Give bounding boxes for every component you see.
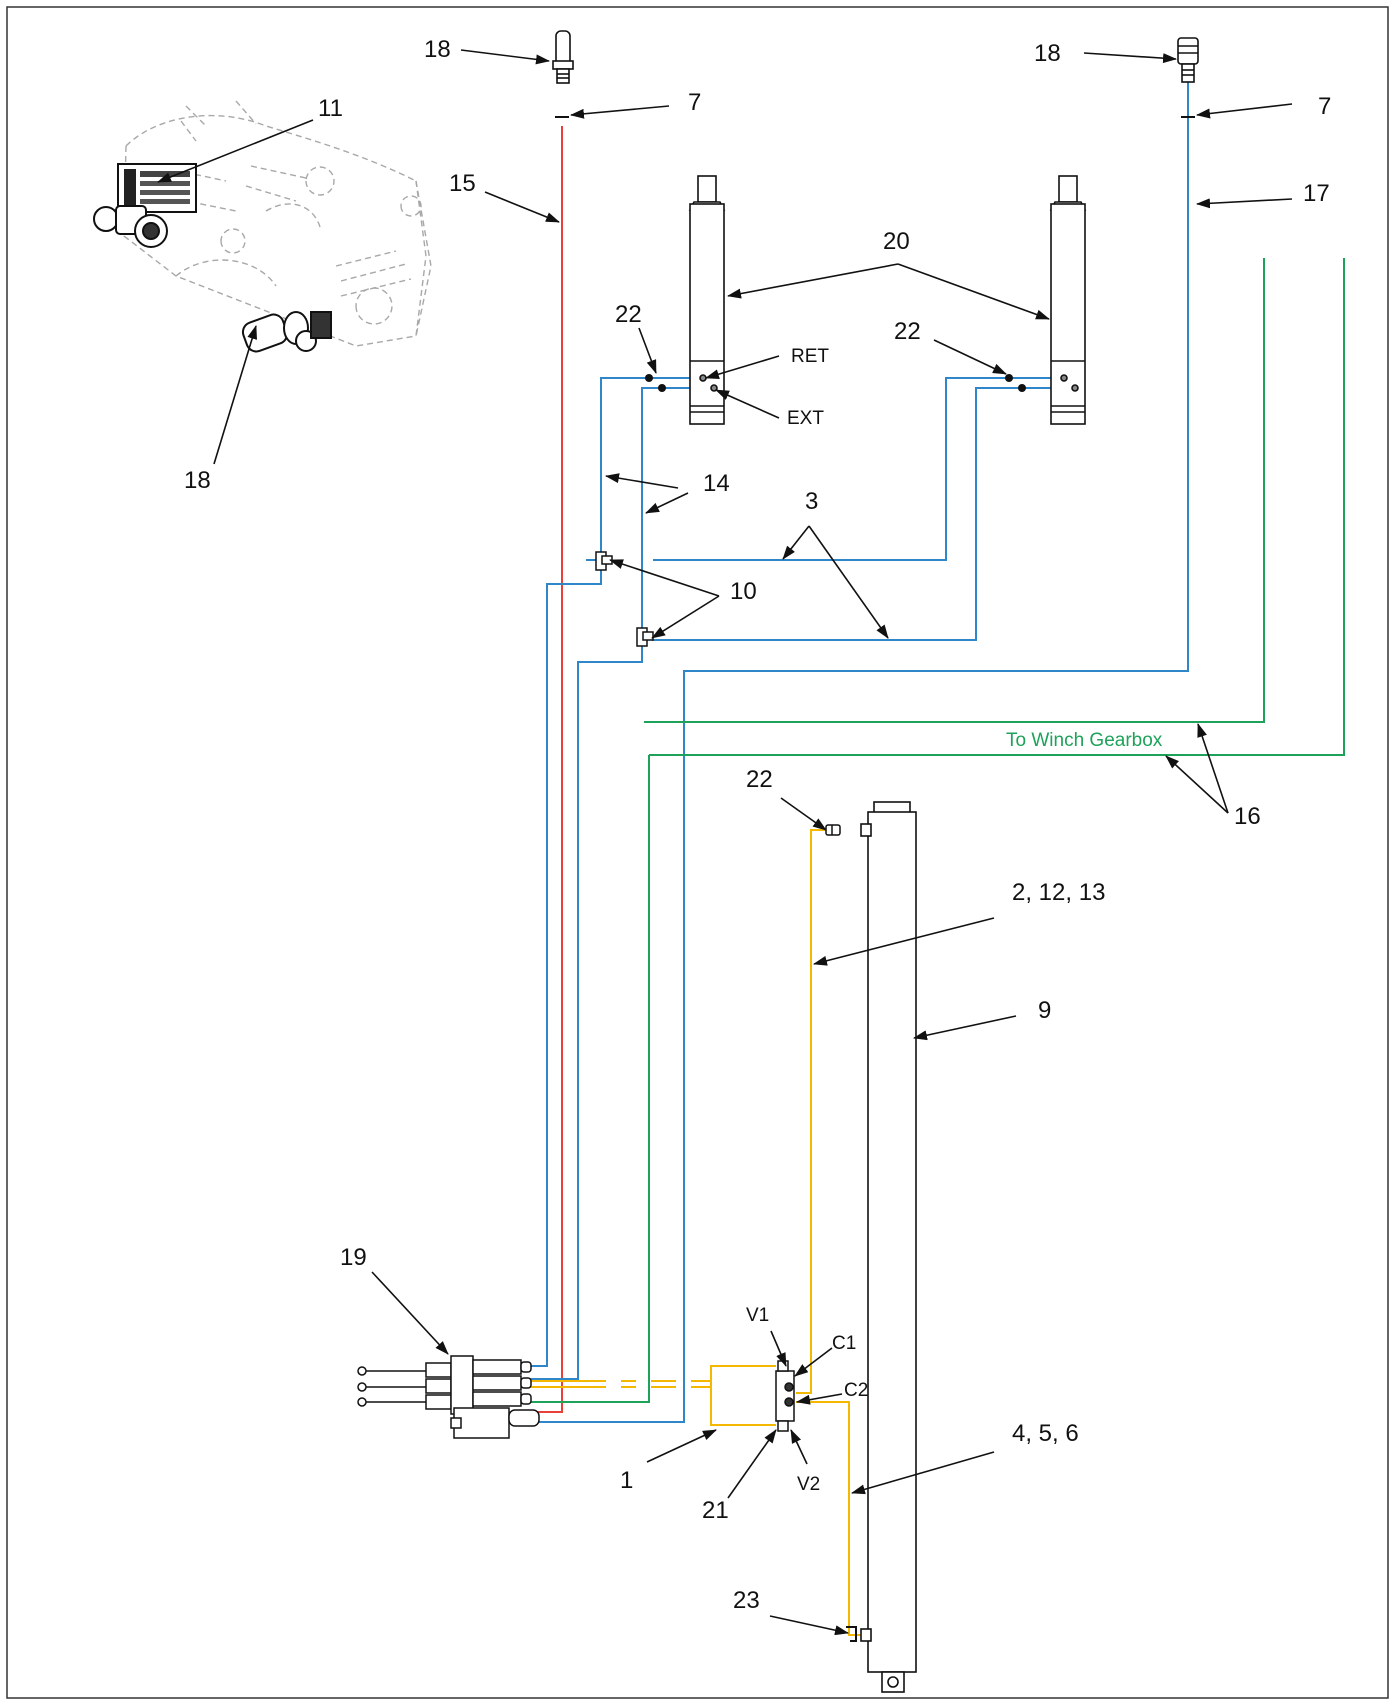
coupler-18-right xyxy=(1177,37,1199,83)
callout-21: 21 xyxy=(702,1497,729,1524)
callout-18-left: 18 xyxy=(424,36,451,63)
label-ext: EXT xyxy=(787,408,824,429)
hose-3-upper xyxy=(653,377,1051,561)
hose-3-lower xyxy=(652,387,1066,641)
label-c2: C2 xyxy=(844,1380,868,1401)
callout-17: 17 xyxy=(1303,180,1330,207)
hose-16-green-b-down xyxy=(524,755,650,1403)
hose-14-ext xyxy=(641,387,712,630)
hydraulic-schematic: 18 7 11 15 18 18 7 17 20 22 22 RET EXT 1… xyxy=(6,6,1389,1699)
callout-22-right: 22 xyxy=(894,318,921,345)
label-to-winch-gearbox: To Winch Gearbox xyxy=(1006,730,1163,751)
engine-coupler-lower xyxy=(241,311,332,353)
callout-19: 19 xyxy=(340,1244,367,1271)
hose-tee-lower-to-valve xyxy=(524,646,643,1380)
hose-yellow-broken xyxy=(524,1380,711,1388)
lift-cylinder-right xyxy=(1049,175,1087,425)
drawing-border xyxy=(6,6,1389,1699)
label-v1: V1 xyxy=(746,1305,769,1326)
callout-4-5-6: 4, 5, 6 xyxy=(1012,1420,1079,1447)
callout-7-right: 7 xyxy=(1318,93,1331,120)
callout-10: 10 xyxy=(730,578,757,605)
control-valve-19 xyxy=(357,1355,540,1439)
hose-tee-upper-to-valve xyxy=(524,568,602,1367)
label-ret: RET xyxy=(791,346,829,367)
hose-17-blue xyxy=(518,82,1189,1423)
callout-2-12-13: 2, 12, 13 xyxy=(1012,879,1105,906)
fitting-22-markers xyxy=(645,374,1026,392)
callout-22-lower: 22 xyxy=(746,766,773,793)
callout-23: 23 xyxy=(733,1587,760,1614)
tractor-engine-sketch xyxy=(123,100,432,347)
hose-14-ret xyxy=(586,377,694,561)
tee-10-upper xyxy=(595,551,613,571)
hose-4-5-6-yellow xyxy=(796,1401,861,1636)
coupler-18-left xyxy=(552,30,574,84)
tee-10-lower xyxy=(636,627,654,647)
callout-7-left: 7 xyxy=(688,89,701,116)
callout-3: 3 xyxy=(805,488,818,515)
callout-16: 16 xyxy=(1234,803,1261,830)
hose-16-green-b xyxy=(649,258,1345,756)
callout-18-engine: 18 xyxy=(184,467,211,494)
callout-leaders xyxy=(157,49,1293,1636)
callout-9: 9 xyxy=(1038,997,1051,1024)
valve-block-21 xyxy=(775,1360,795,1432)
callout-18-right: 18 xyxy=(1034,40,1061,67)
callout-11: 11 xyxy=(318,95,343,122)
engine-coupler-upper xyxy=(93,205,168,248)
elbow-23 xyxy=(846,1626,857,1642)
fitting-22-lower xyxy=(825,824,841,836)
hose-1-yellow-loop xyxy=(710,1365,776,1426)
lift-cylinder-left xyxy=(688,175,726,425)
hose-2-12-13-yellow xyxy=(796,829,828,1394)
callout-15: 15 xyxy=(449,170,476,197)
label-c1: C1 xyxy=(832,1333,856,1354)
hose-15-pressure-red xyxy=(536,126,563,1413)
callout-1: 1 xyxy=(620,1467,633,1494)
callout-14: 14 xyxy=(703,470,730,497)
hose-16-green-a xyxy=(644,258,1265,723)
label-v2: V2 xyxy=(797,1474,820,1495)
callout-20: 20 xyxy=(883,228,910,255)
winch-cylinder-9 xyxy=(860,801,917,1693)
decal-plate xyxy=(117,163,197,213)
callout-22-left: 22 xyxy=(615,301,642,328)
